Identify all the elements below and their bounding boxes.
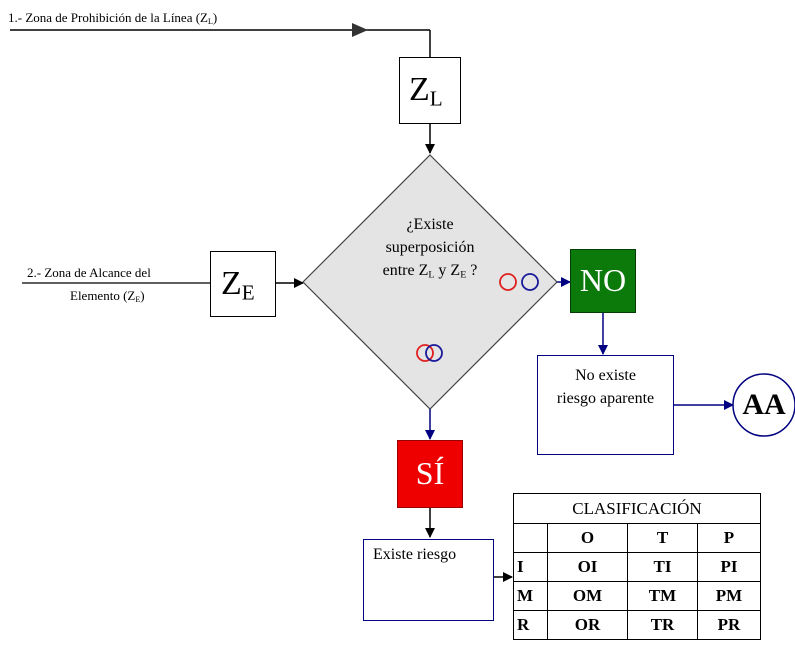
terminal-label: AA xyxy=(742,388,786,421)
table-cell: OM xyxy=(547,581,628,611)
row-header: M xyxy=(513,581,548,611)
yes-result-box: Existe riesgo xyxy=(363,539,494,621)
column-header: O xyxy=(547,523,628,553)
table-cell: OR xyxy=(547,610,628,640)
no-result-line1: No existe xyxy=(575,367,636,384)
classification-title-row: CLASIFICACIÓN xyxy=(513,493,761,524)
row-header: R xyxy=(513,610,548,640)
no-result-box: No existe riesgo aparente xyxy=(537,355,674,455)
table-row: I OI TI PI xyxy=(513,552,761,582)
overlap-red-circle-icon xyxy=(416,344,434,362)
zl-box-label: ZL xyxy=(409,71,443,111)
no-result-line2: riesgo aparente xyxy=(556,390,655,407)
classification-table: CLASIFICACIÓN O T P I OI TI PI M OM TM P… xyxy=(513,493,761,640)
row-header: I xyxy=(513,552,548,582)
table-row: R OR TR PR xyxy=(513,610,761,640)
si-box: SÍ xyxy=(397,440,463,508)
table-cell: PM xyxy=(697,581,761,611)
red-circle-icon xyxy=(499,273,517,291)
step1-label: 1.- Zona de Prohibición de la Línea (ZL) xyxy=(8,10,218,26)
step1-arrowhead xyxy=(352,23,368,37)
zl-box: ZL xyxy=(399,57,461,124)
table-cell: OI xyxy=(547,552,628,582)
table-cell: TI xyxy=(627,552,698,582)
no-box-label: NO xyxy=(579,262,627,298)
table-cell: TR xyxy=(627,610,698,640)
ze-box-label: ZE xyxy=(221,265,255,305)
column-header: T xyxy=(627,523,698,553)
table-row: M OM TM PM xyxy=(513,581,761,611)
decision-question-line3: entre ZL y ZE ? xyxy=(382,262,478,281)
column-header xyxy=(513,523,548,553)
table-row: O T P xyxy=(513,523,761,553)
decision-diamond xyxy=(302,154,558,410)
step2-label-line2: Elemento (ZE) xyxy=(70,288,145,304)
table-cell: PR xyxy=(697,610,761,640)
no-box: NO xyxy=(570,249,636,313)
decision-question: ¿Existe superposición entre ZL y ZE ? xyxy=(348,213,512,282)
si-box-label: SÍ xyxy=(415,455,445,491)
table-cell: TM xyxy=(627,581,698,611)
table-cell: PI xyxy=(697,552,761,582)
blue-circle-icon xyxy=(521,273,539,291)
terminal-circle xyxy=(732,373,795,437)
step2-label-line1: 2.- Zona de Alcance del xyxy=(27,265,151,280)
column-header: P xyxy=(697,523,761,553)
overlap-blue-circle-icon xyxy=(425,344,443,362)
ze-box: ZE xyxy=(210,251,276,317)
classification-title: CLASIFICACIÓN xyxy=(513,493,761,524)
yes-result-label: Existe riesgo xyxy=(373,546,457,563)
